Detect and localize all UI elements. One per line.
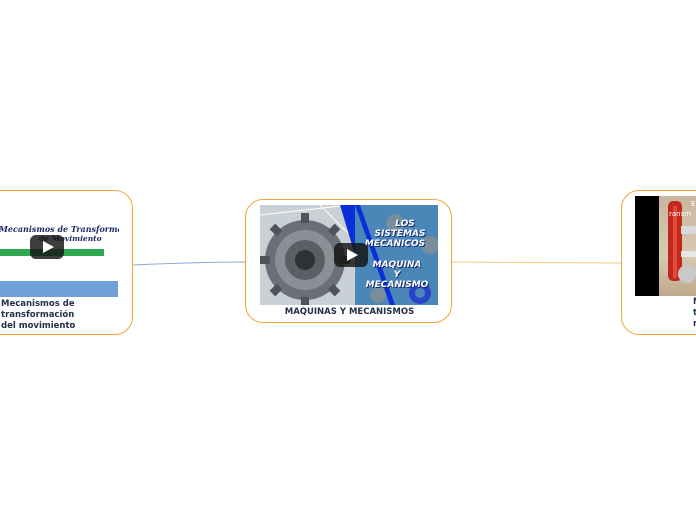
right-thumbnail-text-1: E: [691, 200, 696, 208]
left-video-thumbnail[interactable]: Mecanismos de Transformación de Movimien…: [0, 213, 119, 303]
right-thumbnail-text-2: ransm: [669, 210, 692, 218]
right-video-thumbnail[interactable]: E ransm: [635, 196, 696, 296]
poster-line-mecanicos: MECANICOS: [364, 239, 426, 249]
poster-line-mecanismo: MECANISMO: [365, 280, 429, 290]
left-label-line-2: transformación: [1, 310, 75, 320]
left-label-line-3: del movimiento: [1, 321, 76, 331]
poster-line-los: LOS: [395, 219, 415, 229]
right-label-line-1: N: [693, 297, 696, 308]
small-gear-icon: [370, 214, 438, 303]
central-topic-label: MAQUINAS Y MECANISMOS: [284, 307, 415, 317]
play-button-icon[interactable]: [30, 235, 64, 259]
gear-illustration: [260, 205, 438, 305]
poster-line-sistemas: SISTEMAS: [374, 229, 426, 239]
center-video-thumbnail[interactable]: LOS SISTEMAS MECANICOS MAQUINA Y MECANIS…: [260, 205, 438, 305]
connector-right: [451, 261, 623, 264]
red-mechanism-illustration: [668, 201, 696, 283]
play-button-icon[interactable]: [334, 243, 368, 267]
right-label-line-3: r: [693, 319, 696, 329]
poster-line-maquina: MAQUINA: [372, 260, 422, 270]
left-label-line-1: Mecanismos de: [1, 299, 75, 309]
right-label-line-2: t: [693, 308, 696, 318]
blue-bar: [0, 281, 118, 297]
central-topic-node[interactable]: LOS SISTEMAS MECANICOS MAQUINA Y MECANIS…: [245, 199, 452, 323]
left-thumbnail-title-1: Mecanismos de Transformación: [0, 224, 119, 234]
big-gear-icon: [260, 213, 350, 305]
topic-node-transformation[interactable]: Mecanismos de Transformación de Movimien…: [0, 190, 133, 335]
blue-gear-icon: [409, 282, 431, 304]
topic-node-transmission[interactable]: E ransm N t r: [621, 190, 696, 335]
left-thumbnail-title-2: de Movimiento: [39, 234, 102, 243]
poster-line-y: Y: [393, 270, 401, 280]
connector-left: [131, 261, 247, 266]
